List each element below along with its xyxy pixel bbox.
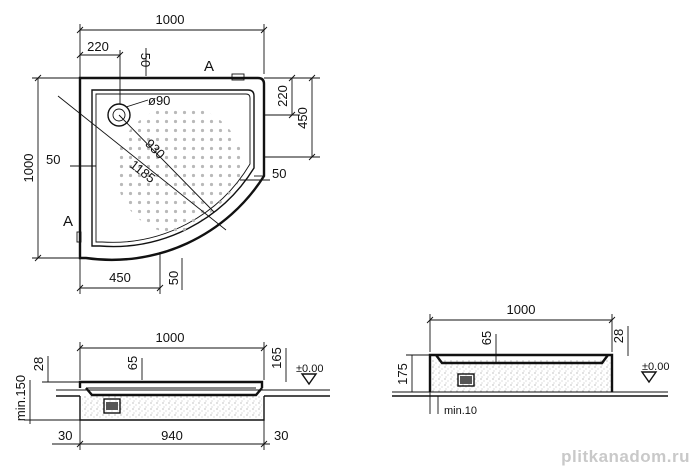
dim-rim-bottom: 50 [166,271,181,285]
dim-rim-left: 50 [46,152,60,167]
dim-right-width: 1000 [507,302,536,317]
section-marker-a-left: A [63,213,73,230]
diagonal-line [57,95,227,231]
dim-section-rim-height: 28 [31,357,46,371]
drain-body-right [457,373,475,387]
dim-overall-height: 1000 [21,154,36,183]
dim-section-bottom-width: 940 [161,428,183,443]
dim-rim-right: 50 [272,166,286,181]
anti-slip-pattern [116,106,244,234]
dim-straight-edge: 450 [295,107,310,129]
tray-basin [91,89,255,248]
tray-profile-left [78,380,264,397]
drain-body [103,398,121,414]
level-label-left: ±0.00 [296,363,323,375]
drain-outer [107,103,131,127]
radius-line [118,114,215,213]
dim-drain-diameter: ø90 [148,93,170,108]
dim-section-bottom-right: 30 [274,428,288,443]
corner-detail [231,73,245,81]
watermark: plitkanadom.ru [561,447,690,466]
dim-right-gap: min.10 [444,405,477,417]
dim-bottom-edge: 450 [109,270,131,285]
dim-section-bottom-left: 30 [58,428,72,443]
dim-right-rim-height: 28 [611,329,626,343]
section-marker-a-top: A [204,58,214,75]
drain-inner [112,108,126,122]
dim-drain-offset-x: 220 [87,39,109,54]
dim-section-inner: 65 [125,356,140,370]
floor-recess [79,396,265,421]
tray-body-right [430,360,612,392]
plan-view: 1000 220 50 ø90 A 220 450 50 [21,12,320,294]
left-edge-detail [76,231,82,243]
dim-right-height: 175 [395,363,410,385]
level-label-right: ±0.00 [642,361,669,373]
level-marker [300,373,318,386]
dim-section-width: 1000 [156,330,185,345]
tray-outline [78,76,266,262]
section-left: ±0.00 1000 65 165 28 min.150 30 940 30 [13,330,330,450]
dim-drain-offset-y: 220 [275,85,290,107]
mortar-bed [82,396,262,418]
dim-drain-offset-top: 50 [138,53,153,67]
dim-right-inner: 65 [479,331,494,345]
dim-section-depth: min.150 [13,375,28,421]
section-right: ±0.00 1000 65 28 175 min.10 [392,302,669,417]
tray-profile-right [428,353,614,392]
dim-section-right-rim: 165 [269,347,284,369]
dim-overall-width: 1000 [156,12,185,27]
